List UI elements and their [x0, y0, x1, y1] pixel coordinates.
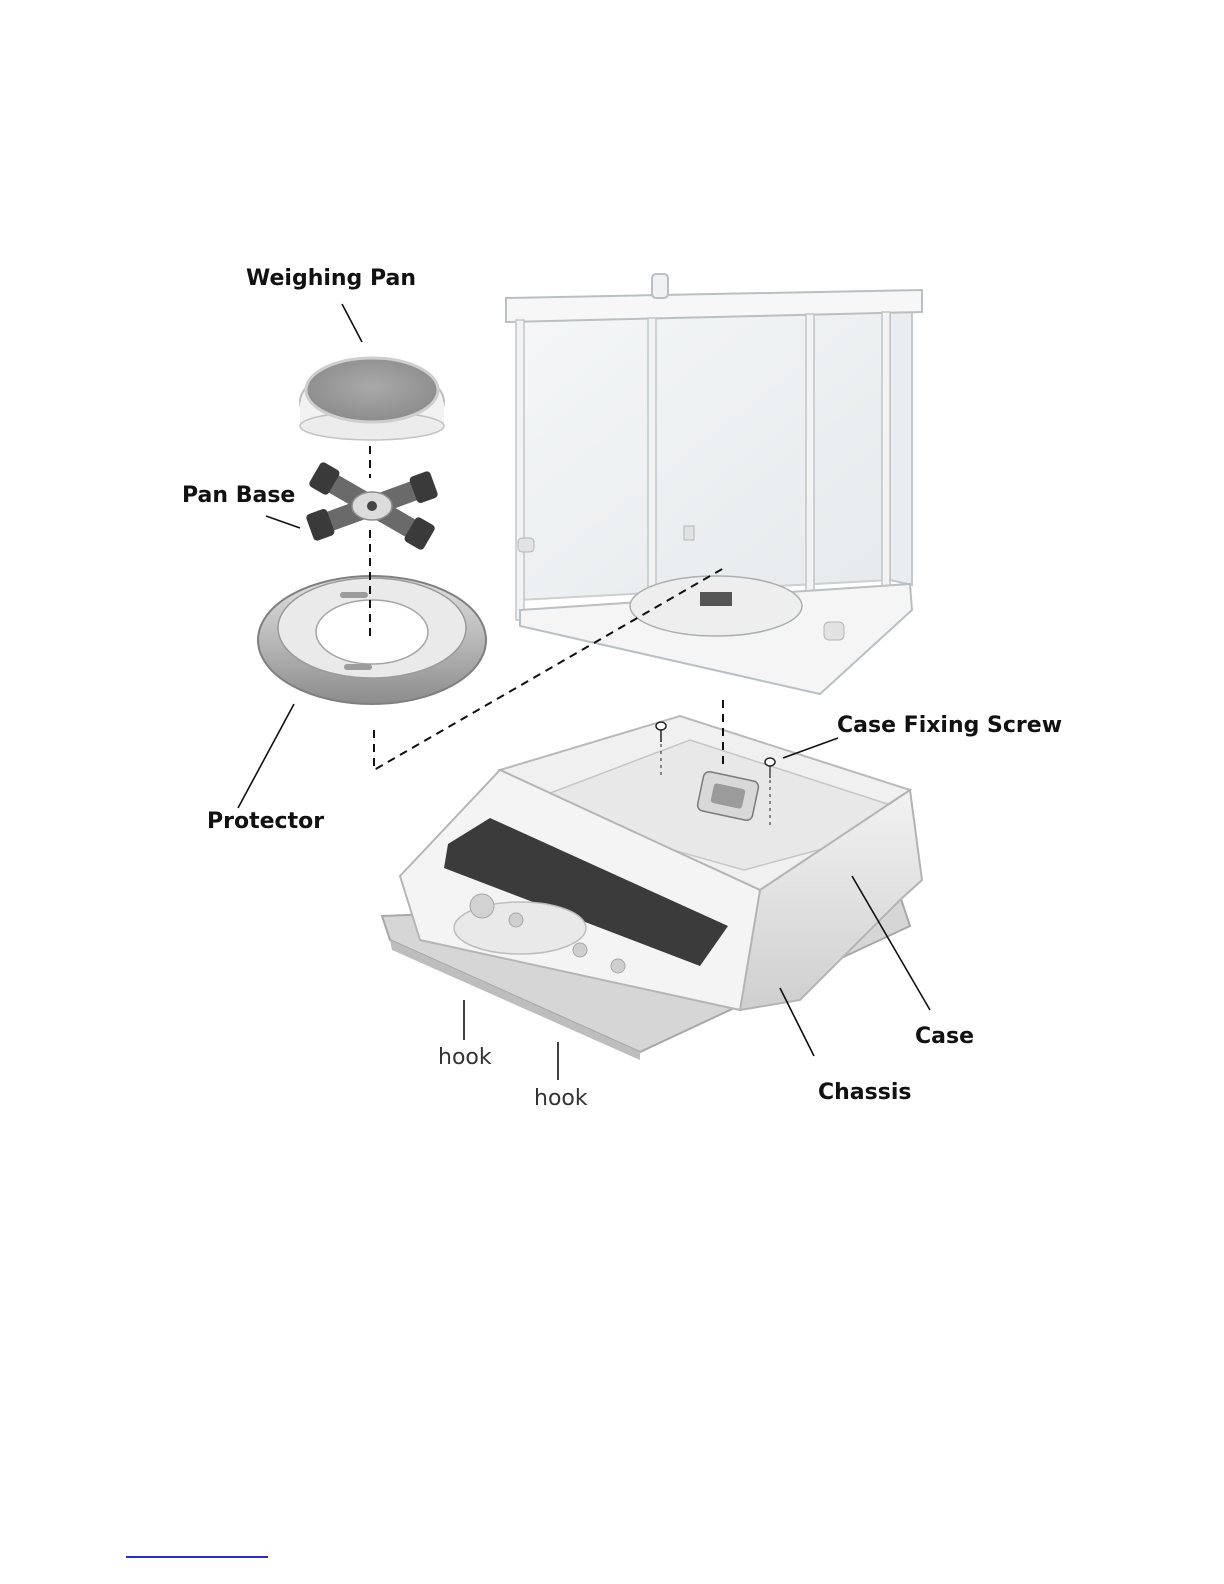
label-hook-right: hook — [534, 1086, 588, 1111]
footer-rule — [126, 1556, 268, 1558]
label-chassis: Chassis — [818, 1080, 911, 1105]
pan-base — [305, 461, 439, 551]
label-weighing-pan: Weighing Pan — [246, 266, 416, 291]
balance-body — [382, 716, 922, 1060]
label-case-fixing-screw: Case Fixing Screw — [837, 713, 1062, 738]
draft-shield — [506, 274, 922, 694]
protector-ring — [258, 576, 486, 704]
weighing-pan — [300, 358, 444, 440]
label-case: Case — [915, 1024, 974, 1049]
label-pan-base: Pan Base — [182, 483, 295, 508]
label-protector: Protector — [207, 809, 324, 834]
label-hook-left: hook — [438, 1045, 492, 1070]
